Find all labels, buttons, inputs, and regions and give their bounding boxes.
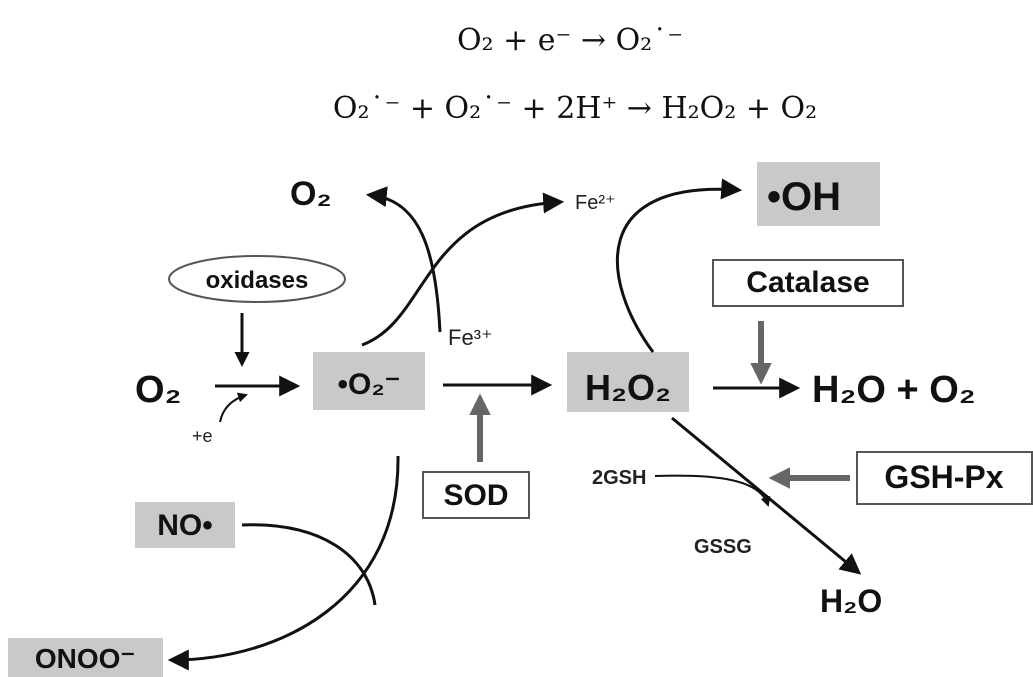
label-o2-top: O₂	[290, 175, 332, 213]
label-gssg: GSSG	[694, 536, 752, 558]
label-2gsh: 2GSH	[592, 467, 646, 489]
sod-box	[422, 471, 530, 519]
arrow-to-o2-top	[365, 186, 442, 333]
onoo-box	[8, 638, 163, 677]
label-h2o2: H₂O₂	[585, 367, 671, 408]
equation-dismutation: O₂˙⁻ + O₂˙⁻ + 2H⁺ → H₂O₂ + O₂	[333, 91, 817, 126]
label-water: H₂O	[820, 583, 882, 619]
label-oxidases: oxidases	[206, 267, 309, 294]
catalase-box	[712, 259, 904, 307]
label-electron: +e	[192, 426, 213, 446]
label-catalase: Catalase	[746, 266, 869, 299]
label-superoxide: •O₂⁻	[337, 368, 400, 401]
arrow-h2o2-to-hydroxyl	[616, 178, 743, 353]
equation-superoxide-formation: O₂ + e⁻ → O₂˙⁻	[457, 23, 683, 58]
superoxide-box	[313, 352, 425, 410]
label-o2-left: O₂	[135, 369, 181, 411]
label-gshpx: GSH-Px	[884, 459, 1003, 495]
label-hydroxyl: •OH	[767, 175, 841, 219]
arrow-electron	[219, 392, 248, 423]
label-water-oxygen: H₂O + O₂	[812, 369, 976, 411]
label-sod: SOD	[443, 479, 508, 512]
label-onoo: ONOO⁻	[35, 643, 135, 674]
line-2gsh	[654, 474, 771, 507]
hydroxyl-box	[757, 162, 880, 226]
label-fe2: Fe²⁺	[575, 192, 616, 214]
arrow-h2o2-to-water	[671, 416, 862, 575]
arrow-fe3-to-fe2	[361, 192, 565, 347]
h2o2-box	[567, 352, 689, 412]
arrow-superoxide-to-onoo	[167, 455, 400, 671]
label-fe3: Fe³⁺	[448, 325, 493, 350]
line-no-join	[241, 523, 377, 606]
oxidases-ellipse	[168, 255, 346, 303]
no-box	[135, 502, 235, 548]
label-no: NO•	[157, 509, 213, 542]
gshpx-box	[856, 451, 1033, 505]
